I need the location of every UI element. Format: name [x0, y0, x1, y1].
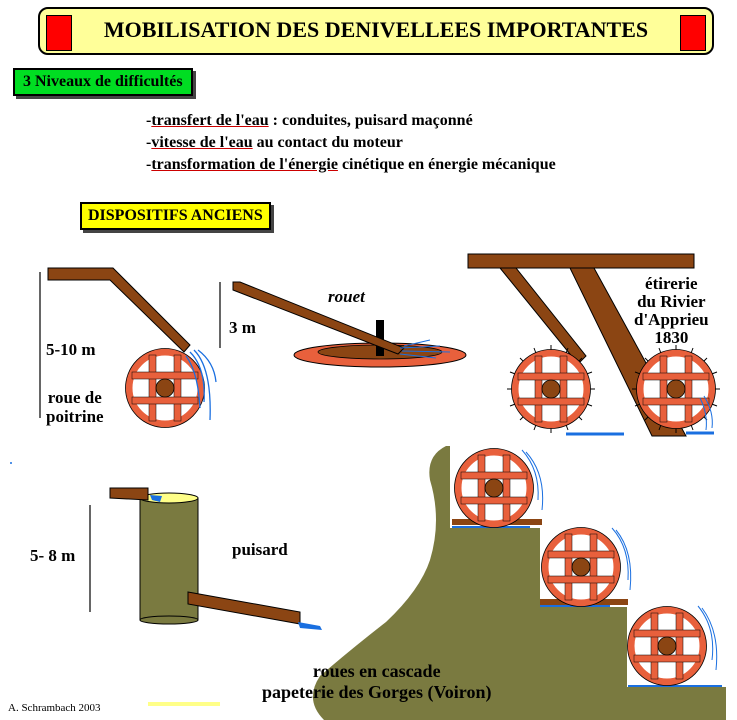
etirerie-wheel-1: [507, 345, 595, 433]
etirerie-device: [467, 253, 720, 437]
bullet-keyword: transformation de l'énergie: [151, 156, 338, 173]
height-label-5-10: 5-10 m: [46, 340, 96, 359]
puisard-label: puisard: [232, 540, 288, 559]
bullet-text: : conduites, puisard maçonné: [268, 112, 473, 129]
cascade-label: roues en cascade papeterie des Gorges (V…: [262, 661, 491, 703]
author-signature: A. Schrambach 2003: [8, 702, 101, 714]
breast-wheel-water: [185, 349, 217, 421]
breast-wheel: [126, 349, 205, 428]
bullet-dash: -: [146, 112, 152, 129]
cascade-wheel-1: [455, 449, 534, 528]
rouet-chute: [232, 281, 405, 355]
etirerie-wheel-2: [632, 345, 720, 433]
breast-wheel-device: [39, 267, 217, 428]
rouet-device: [219, 281, 467, 368]
puisard-device: [89, 487, 322, 706]
bullet-text: cinétique en énergie mécanique: [337, 156, 556, 173]
etirerie-label-line3: d'Apprieu: [634, 310, 709, 329]
cascade-wheel-3: [628, 607, 707, 686]
bullet-dash: -: [146, 156, 152, 173]
title-banner: MOBILISATION DES DENIVELLEES IMPORTANTES: [38, 7, 714, 55]
etirerie-label-line2: du Rivier: [637, 292, 706, 311]
breast-wheel-label: roue de poitrine: [46, 388, 104, 426]
bullet-keyword: vitesse de l'eau: [151, 134, 253, 151]
ancient-devices-box: DISPOSITIFS ANCIENS: [80, 202, 271, 230]
breast-wheel-label-line1: roue de: [47, 388, 102, 407]
cascade-terrain: [312, 446, 726, 720]
bullet-energy-transformation: -transformation de l'énergie cinétique e…: [146, 156, 556, 174]
breast-wheel-chute: [47, 267, 191, 353]
banner-left-block: [46, 15, 72, 51]
page-title: MOBILISATION DES DENIVELLEES IMPORTANTES: [103, 17, 649, 42]
puisard-shaft: [139, 497, 199, 621]
height-label-3: 3 m: [229, 318, 256, 337]
cascade-wheel-2: [542, 528, 621, 607]
etirerie-label: étirerie du Rivier d'Apprieu 1830: [634, 275, 709, 347]
rouet-water: [399, 339, 451, 359]
etirerie-beam: [467, 253, 695, 269]
cascade-label-line1: roues en cascade: [312, 661, 441, 681]
etirerie-label-line1: étirerie: [645, 274, 698, 293]
bullet-dash: -: [146, 134, 152, 151]
breast-wheel-label-line2: poitrine: [46, 407, 104, 426]
bullet-water-speed: -vitesse de l'eau au contact du moteur: [146, 134, 403, 152]
rouet-label: rouet: [328, 287, 365, 306]
puisard-outlet: [187, 591, 301, 625]
cascade-label-line2: papeterie des Gorges (Voiron): [262, 682, 492, 702]
bullet-keyword: transfert de l'eau: [151, 112, 269, 129]
bullet-text: au contact du moteur: [252, 134, 403, 151]
cascade-device: [312, 446, 726, 720]
banner-right-block: [680, 15, 706, 51]
etirerie-year: 1830: [654, 328, 689, 347]
bullet-water-transfer: -transfert de l'eau : conduites, puisard…: [146, 112, 473, 130]
height-label-5-8: 5- 8 m: [30, 546, 76, 565]
difficulty-levels-box: 3 Niveaux de difficultés: [13, 68, 193, 96]
